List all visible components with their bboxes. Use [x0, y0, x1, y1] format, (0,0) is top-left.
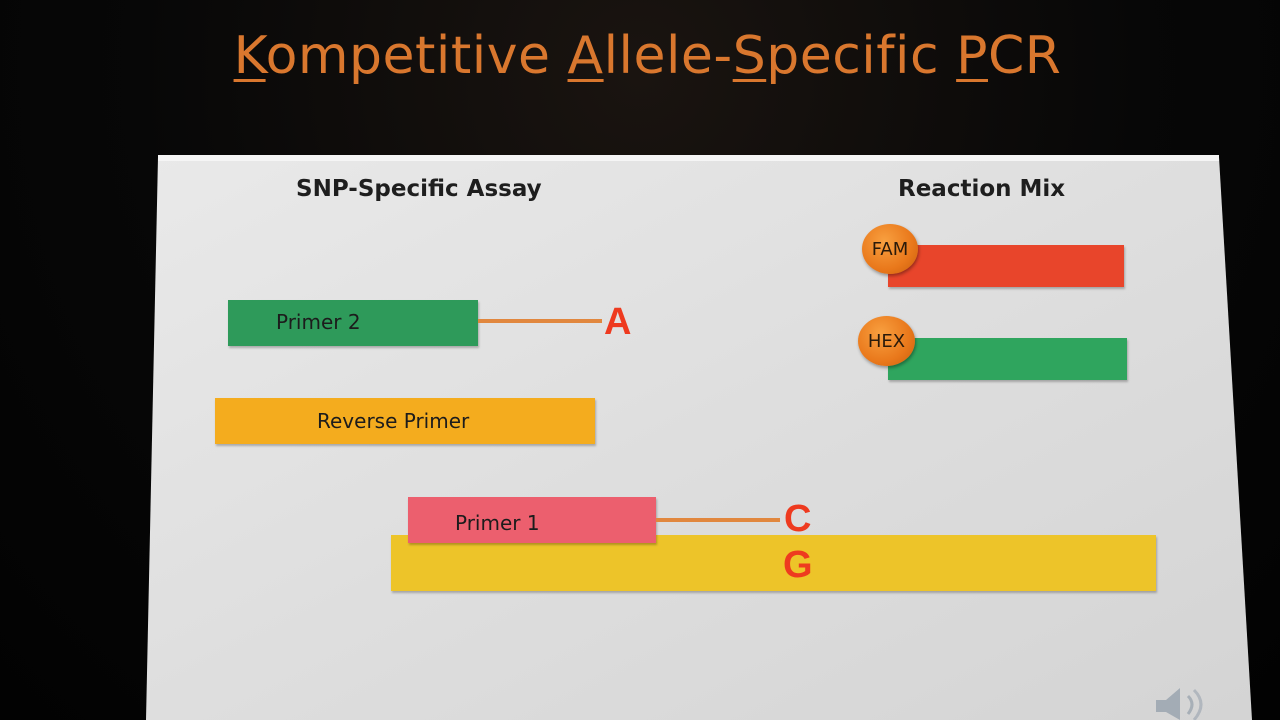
allele-c-label: C: [784, 498, 812, 540]
slide-top-edge: [158, 155, 1219, 161]
reverse-primer-label: Reverse Primer: [317, 409, 470, 433]
primer-1-tail: [656, 518, 780, 522]
title-letter-a: A: [567, 26, 604, 86]
title-segment: CR: [987, 26, 1062, 86]
title-segment: ompetitive: [265, 26, 568, 86]
title-letter-s: S: [732, 26, 767, 86]
title-segment: pecific: [766, 26, 957, 86]
primer-2-bar: [228, 300, 478, 346]
fam-label: FAM: [871, 238, 909, 260]
primer-1-bar: [408, 497, 656, 543]
reverse-primer-bar: [215, 398, 595, 444]
title-letter-k: K: [233, 26, 266, 86]
primer-2-tail: [478, 319, 602, 323]
fam-fluorophore: FAM: [862, 224, 918, 274]
title-segment: llele-: [603, 26, 733, 86]
template-strand-bar: [391, 535, 1156, 591]
allele-g-label: G: [783, 544, 813, 586]
allele-a-label: A: [604, 301, 632, 343]
heading-snp-specific-assay: SNP-Specific Assay: [296, 176, 542, 202]
primer-2-label: Primer 2: [276, 310, 361, 334]
slide-title: Kompetitive Allele-Specific PCR: [0, 26, 1280, 86]
fam-cassette-bar: [888, 245, 1124, 287]
heading-reaction-mix: Reaction Mix: [898, 176, 1066, 202]
hex-fluorophore: HEX: [858, 316, 915, 366]
primer-1-label: Primer 1: [455, 511, 540, 535]
speaker-icon[interactable]: [1150, 682, 1220, 720]
hex-cassette-bar: [888, 338, 1127, 380]
title-letter-p: P: [956, 26, 988, 86]
hex-label: HEX: [867, 330, 906, 352]
